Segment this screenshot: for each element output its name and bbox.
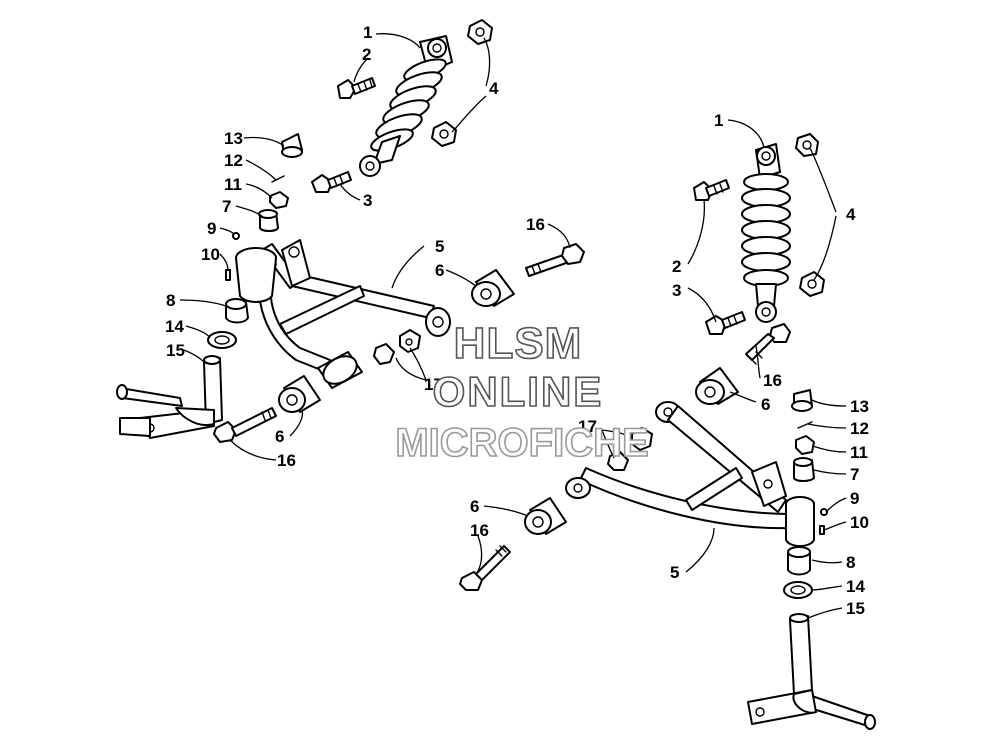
right-spindle [747, 613, 876, 730]
left-bolt-lower [213, 407, 277, 443]
watermark-line3: MICROFICHE [395, 421, 648, 465]
left-grease-fitting [232, 232, 240, 240]
callout-left-bushing-8: 8 [166, 291, 175, 310]
callout-left-shock-bolt-lower: 3 [363, 191, 372, 210]
right-shock-bolt-lower [705, 311, 746, 335]
right-dust-cap [791, 389, 813, 412]
left-spindle [116, 355, 223, 439]
left-assembly [116, 19, 585, 443]
callout-left-dust-cap: 13 [224, 129, 243, 148]
callout-left-seal: 14 [165, 317, 184, 336]
callout-left-fitting-10: 10 [201, 245, 220, 264]
left-locknut-upper [467, 19, 493, 45]
left-cotter-pin [271, 175, 285, 183]
left-shock-bolt-upper [337, 77, 376, 99]
right-bushing-7 [793, 457, 815, 482]
callout-left-bolt-lower: 16 [277, 451, 296, 470]
left-bushing-8 [225, 298, 249, 324]
left-fitting-10 [225, 269, 231, 281]
callout-right-bushing-8: 8 [846, 553, 855, 572]
callout-right-fitting-10: 10 [850, 513, 869, 532]
callout-right-spindle: 15 [846, 599, 865, 618]
right-locknut-upper [795, 133, 819, 157]
callout-right-bushing-lower: 6 [470, 497, 479, 516]
callout-left-spindle: 15 [166, 341, 185, 360]
callout-left-grease-fitting: 9 [207, 219, 216, 238]
callout-right-shock-bolt-upper: 2 [672, 257, 681, 276]
callout-left-bushing-lower: 6 [275, 427, 284, 446]
callout-right-nut-17: 17 [578, 417, 597, 436]
left-bushing-lower [278, 375, 321, 413]
right-castle-nut [795, 435, 815, 455]
left-a-arm [235, 239, 451, 389]
right-locknut-lower [799, 271, 825, 297]
right-shock-bolt-upper [693, 179, 730, 201]
callout-left-castle-nut: 11 [224, 175, 242, 194]
left-locknut-lower [431, 121, 457, 147]
right-grease-fitting [820, 508, 828, 516]
left-bushing-7 [258, 209, 279, 232]
right-bushing-lower [524, 497, 567, 535]
callout-right-locknut: 4 [846, 205, 856, 224]
callout-labels: 1 2 3 4 13 12 11 7 9 10 8 14 15 5 6 16 6… [165, 23, 869, 618]
callout-right-castle-nut: 11 [850, 443, 868, 462]
watermark: HLSM ONLINE MICROFICHE [395, 318, 650, 466]
right-shock-absorber [741, 143, 791, 323]
right-bolt-lower [459, 545, 511, 591]
left-shock-bolt-lower [311, 171, 352, 193]
right-bolt-upper [745, 323, 791, 365]
callout-right-cotter-pin: 12 [850, 419, 869, 438]
watermark-line2: ONLINE [433, 368, 604, 415]
left-bushing-upper [471, 269, 515, 307]
callout-right-bushing-upper: 6 [761, 395, 770, 414]
callout-left-nut-17: 17 [424, 375, 443, 394]
left-bolt-upper [525, 243, 585, 277]
callout-left-shock-bolt-upper: 2 [362, 45, 371, 64]
callout-right-grease-fitting: 9 [850, 489, 859, 508]
right-cotter-pin [797, 421, 813, 429]
left-nut-17 [373, 329, 421, 365]
callout-left-bushing-7: 7 [222, 197, 231, 216]
callout-left-bushing-upper: 6 [435, 261, 444, 280]
callout-left-a-arm: 5 [435, 237, 444, 256]
callout-right-dust-cap: 13 [850, 397, 869, 416]
right-assembly [459, 133, 876, 730]
callout-left-locknut: 4 [489, 79, 499, 98]
watermark-line1: HLSM [454, 319, 583, 368]
callout-right-bushing-7: 7 [850, 465, 859, 484]
callout-left-bolt-upper: 16 [526, 215, 545, 234]
right-bushing-upper [695, 367, 739, 405]
callout-left-shock: 1 [363, 23, 372, 42]
callout-right-a-arm: 5 [670, 563, 679, 582]
right-seal [783, 581, 813, 599]
callout-right-seal: 14 [846, 577, 865, 596]
left-seal [207, 331, 237, 349]
right-a-arm [565, 401, 815, 547]
right-bushing-8 [787, 546, 811, 576]
callout-right-bolt-upper: 16 [763, 371, 782, 390]
right-fitting-10 [819, 525, 825, 535]
callout-right-bolt-lower: 16 [470, 521, 489, 540]
left-castle-nut [269, 191, 289, 209]
callout-right-shock-bolt-lower: 3 [672, 281, 681, 300]
leader-lines [179, 33, 847, 619]
callout-left-cotter-pin: 12 [224, 151, 243, 170]
callout-right-shock: 1 [714, 111, 723, 130]
left-dust-cap [281, 133, 303, 158]
left-shock-absorber [359, 35, 453, 177]
